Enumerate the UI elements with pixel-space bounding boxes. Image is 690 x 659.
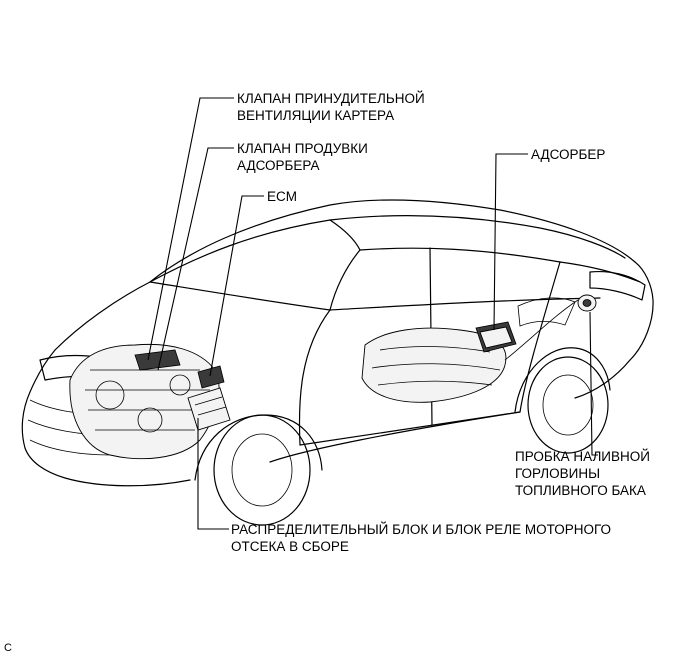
leader-lines xyxy=(147,97,598,530)
fuel-cap-label-2: ГОРЛОВИНЫ xyxy=(515,466,601,481)
pcv-valve-label-1: КЛАПАН ПРИНУДИТЕЛЬНОЙ xyxy=(237,91,425,106)
canister-label: АДСОРБЕР xyxy=(531,147,606,162)
front-wheel xyxy=(194,414,323,526)
canister-part xyxy=(475,321,517,353)
rear-wheel xyxy=(514,347,611,454)
relay-block-label-2: ОТСЕКА В СБОРЕ xyxy=(231,539,349,554)
pcv-valve-label-2: ВЕНТИЛЯЦИИ КАРТЕРА xyxy=(237,108,395,123)
figure-code: C xyxy=(4,642,12,654)
relay-block-label-1: РАСПРЕДЕЛИТЕЛЬНЫЙ БЛОК И БЛОК РЕЛЕ МОТОР… xyxy=(231,522,612,537)
purge-valve-label-1: КЛАПАН ПРОДУВКИ xyxy=(237,141,368,156)
fuel-cap-part xyxy=(577,294,597,312)
purge-valve-label-2: АДСОРБЕРА xyxy=(237,158,320,173)
ecm-label: ECM xyxy=(267,189,297,204)
fuel-tank xyxy=(361,299,579,403)
ecm-part xyxy=(197,365,225,389)
fuel-cap-label-1: ПРОБКА НАЛИВНОЙ xyxy=(515,449,650,464)
fuel-cap-label-3: ТОПЛИВНОГО БАКА xyxy=(515,483,646,498)
